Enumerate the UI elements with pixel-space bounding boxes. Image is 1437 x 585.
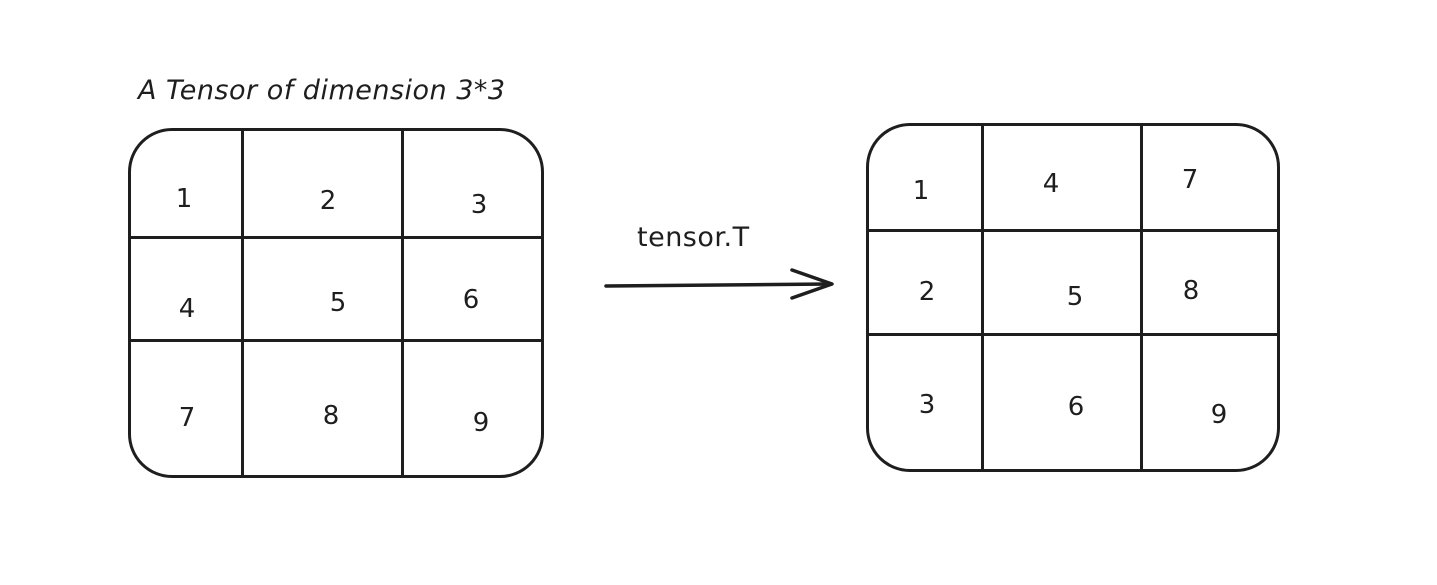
output-cell-1-1: 5 <box>1066 282 1084 312</box>
grid-line <box>401 131 404 475</box>
output-cell-0-1: 4 <box>1042 169 1060 199</box>
input-tensor-title: A Tensor of dimension 3*3 <box>138 75 506 106</box>
grid-line <box>131 339 541 342</box>
input-cell-1-1: 5 <box>329 288 347 318</box>
grid-line <box>241 131 244 475</box>
input-cell-2-2: 9 <box>472 408 490 438</box>
grid-line <box>981 126 984 469</box>
output-tensor-grid: 1 4 7 2 5 8 3 6 9 <box>866 123 1280 472</box>
input-cell-2-1: 8 <box>322 401 340 431</box>
output-cell-0-2: 7 <box>1181 165 1199 195</box>
output-cell-1-0: 2 <box>918 277 936 307</box>
grid-line <box>1140 126 1143 469</box>
grid-line <box>131 236 541 239</box>
input-cell-0-1: 2 <box>319 186 337 216</box>
grid-line <box>869 333 1277 336</box>
output-cell-1-2: 8 <box>1182 276 1200 306</box>
input-cell-2-0: 7 <box>178 403 196 433</box>
grid-line <box>869 229 1277 232</box>
input-cell-0-0: 1 <box>175 184 193 214</box>
input-cell-1-0: 4 <box>178 294 196 324</box>
input-cell-0-2: 3 <box>470 190 488 220</box>
output-cell-2-0: 3 <box>918 390 936 420</box>
input-cell-1-2: 6 <box>462 285 480 315</box>
input-tensor-grid: 1 2 3 4 5 6 7 8 9 <box>128 128 544 478</box>
output-cell-2-2: 9 <box>1210 400 1228 430</box>
output-cell-2-1: 6 <box>1067 392 1085 422</box>
output-cell-0-0: 1 <box>912 176 930 206</box>
operation-label: tensor.T <box>637 222 750 253</box>
